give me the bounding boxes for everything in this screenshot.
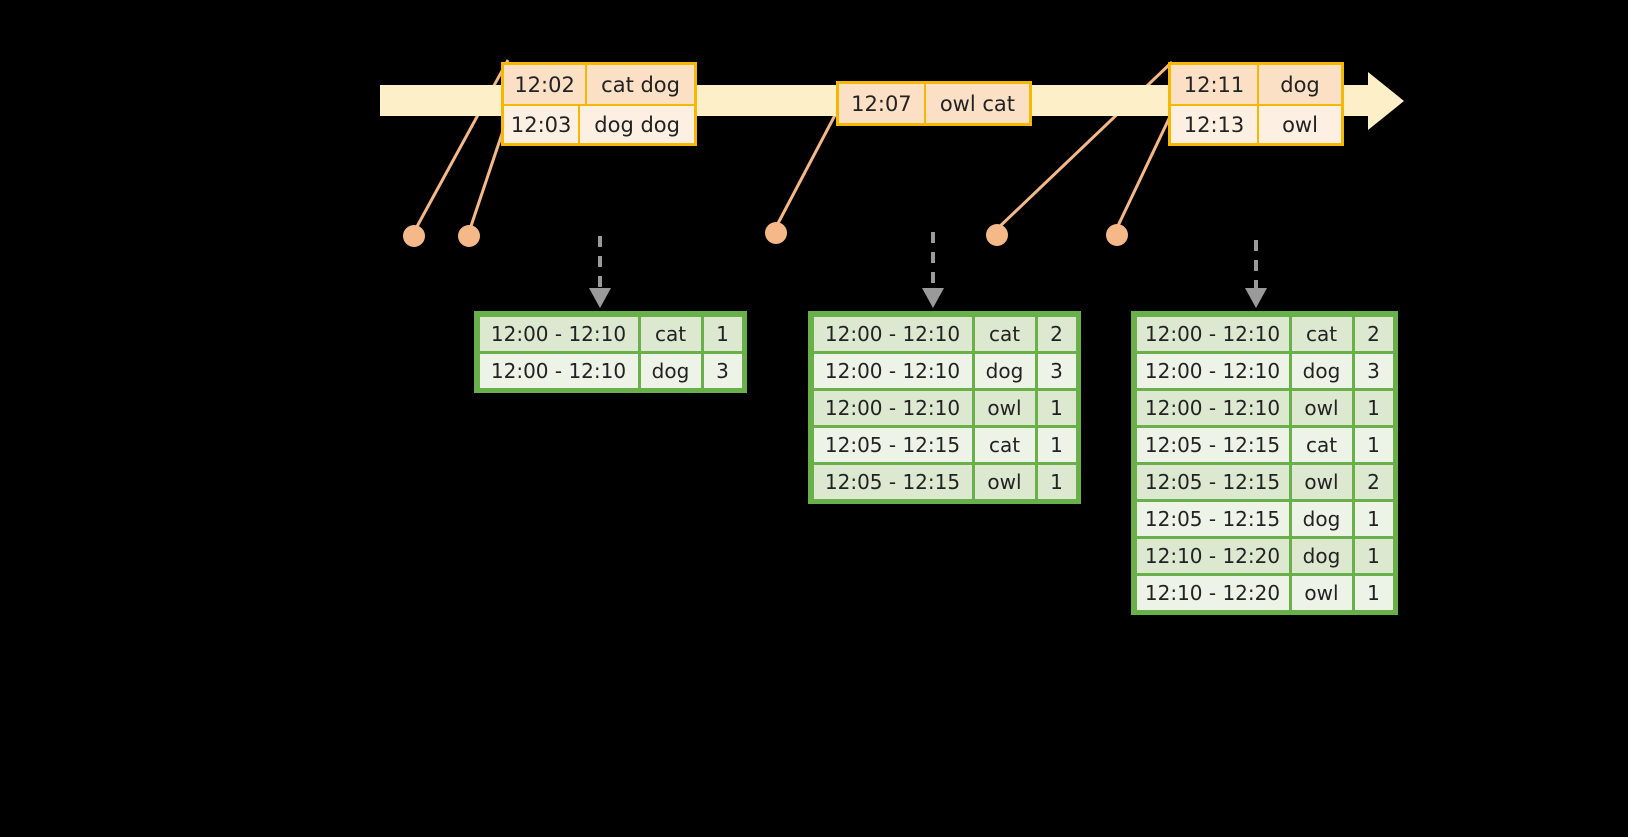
window-cell: 12:00 - 12:10 <box>1136 390 1289 425</box>
event-words: cat dog <box>601 72 680 97</box>
event-dot-5[interactable] <box>1106 224 1128 246</box>
event-time: 12:07 <box>839 84 926 123</box>
word-cell: dog <box>1291 501 1352 536</box>
table-row: 12:05 - 12:15 owl 2 <box>1135 463 1394 500</box>
table-row: 12:10 - 12:20 owl 1 <box>1135 574 1394 611</box>
event-words: owl <box>1282 112 1318 137</box>
count-cell: 1 <box>703 316 742 351</box>
window-cell: 12:10 - 12:20 <box>1136 538 1289 573</box>
table-row: 12:05 - 12:15 dog 1 <box>1135 500 1394 537</box>
event-dot-2[interactable] <box>458 225 480 247</box>
timeline-event-row[interactable]: 12:11 dog <box>1171 65 1341 104</box>
event-time: 12:13 <box>1171 106 1259 143</box>
table-row: 12:00 - 12:10 owl 1 <box>1135 389 1394 426</box>
window-cell: 12:00 - 12:10 <box>813 353 972 388</box>
event-time: 12:11 <box>1171 65 1259 104</box>
word-cell: owl <box>1291 464 1352 499</box>
count-cell: 3 <box>703 353 742 388</box>
timeline-event-row[interactable]: 12:13 owl <box>1171 104 1341 143</box>
word-cell: cat <box>974 316 1035 351</box>
count-cell: 2 <box>1354 316 1393 351</box>
table-row: 12:00 - 12:10 cat 1 <box>478 315 743 352</box>
window-cell: 12:05 - 12:15 <box>1136 427 1289 462</box>
table-row: 12:00 - 12:10 dog 3 <box>812 352 1077 389</box>
count-cell: 1 <box>1037 464 1076 499</box>
window-cell: 12:00 - 12:10 <box>813 390 972 425</box>
count-cell: 1 <box>1354 538 1393 573</box>
count-cell: 1 <box>1354 390 1393 425</box>
count-cell: 1 <box>1354 575 1393 610</box>
count-cell: 3 <box>1037 353 1076 388</box>
word-cell: cat <box>974 427 1035 462</box>
word-cell: cat <box>640 316 701 351</box>
table-row: 12:05 - 12:15 cat 1 <box>1135 426 1394 463</box>
timeline-event-row[interactable]: 12:07 owl cat <box>839 84 1029 123</box>
timeline-event-1[interactable]: 12:02 cat dog 12:03 dog dog <box>501 62 697 146</box>
word-cell: dog <box>1291 353 1352 388</box>
flow-arrow-head-2 <box>922 288 944 308</box>
table-row: 12:00 - 12:10 owl 1 <box>812 389 1077 426</box>
window-cell: 12:05 - 12:15 <box>1136 464 1289 499</box>
window-cell: 12:05 - 12:15 <box>813 427 972 462</box>
count-cell: 3 <box>1354 353 1393 388</box>
table-row: 12:05 - 12:15 owl 1 <box>812 463 1077 500</box>
event-dot-1[interactable] <box>403 225 425 247</box>
window-cell: 12:00 - 12:10 <box>479 316 638 351</box>
word-cell: dog <box>1291 538 1352 573</box>
count-cell: 1 <box>1037 390 1076 425</box>
window-cell: 12:05 - 12:15 <box>813 464 972 499</box>
count-cell: 1 <box>1354 427 1393 462</box>
word-cell: owl <box>1291 390 1352 425</box>
count-cell: 2 <box>1037 316 1076 351</box>
result-table-1: 12:00 - 12:10 cat 1 12:00 - 12:10 dog 3 <box>474 311 747 393</box>
connector-line-5 <box>1114 103 1178 231</box>
timeline-event-2[interactable]: 12:07 owl cat <box>836 81 1032 126</box>
word-cell: cat <box>1291 427 1352 462</box>
window-cell: 12:00 - 12:10 <box>1136 353 1289 388</box>
event-time: 12:03 <box>504 106 581 143</box>
word-cell: owl <box>1291 575 1352 610</box>
word-cell: cat <box>1291 316 1352 351</box>
window-cell: 12:00 - 12:10 <box>813 316 972 351</box>
count-cell: 1 <box>1354 501 1393 536</box>
window-cell: 12:05 - 12:15 <box>1136 501 1289 536</box>
timeline-arrow-head <box>1368 72 1404 130</box>
word-cell: dog <box>974 353 1035 388</box>
timeline-event-3[interactable]: 12:11 dog 12:13 owl <box>1168 62 1344 146</box>
count-cell: 2 <box>1354 464 1393 499</box>
window-cell: 12:10 - 12:20 <box>1136 575 1289 610</box>
window-cell: 12:00 - 12:10 <box>1136 316 1289 351</box>
table-row: 12:05 - 12:15 cat 1 <box>812 426 1077 463</box>
table-row: 12:00 - 12:10 cat 2 <box>812 315 1077 352</box>
event-dot-4[interactable] <box>986 224 1008 246</box>
event-words: dog dog <box>594 112 680 137</box>
result-table-2: 12:00 - 12:10 cat 2 12:00 - 12:10 dog 3 … <box>808 311 1081 504</box>
connector-line-3 <box>773 99 845 230</box>
timeline-event-row[interactable]: 12:02 cat dog <box>504 65 694 104</box>
window-cell: 12:00 - 12:10 <box>479 353 638 388</box>
timeline-event-row[interactable]: 12:03 dog dog <box>504 104 694 143</box>
table-row: 12:00 - 12:10 cat 2 <box>1135 315 1394 352</box>
result-table-3: 12:00 - 12:10 cat 2 12:00 - 12:10 dog 3 … <box>1131 311 1398 615</box>
word-cell: owl <box>974 464 1035 499</box>
event-dot-3[interactable] <box>765 222 787 244</box>
table-row: 12:00 - 12:10 dog 3 <box>478 352 743 389</box>
event-time: 12:02 <box>504 65 588 104</box>
table-row: 12:10 - 12:20 dog 1 <box>1135 537 1394 574</box>
flow-arrow-head-3 <box>1245 288 1267 308</box>
word-cell: owl <box>974 390 1035 425</box>
event-words: owl cat <box>939 91 1015 116</box>
table-row: 12:00 - 12:10 dog 3 <box>1135 352 1394 389</box>
word-cell: dog <box>640 353 701 388</box>
event-words: dog <box>1280 72 1320 97</box>
flow-arrow-head-1 <box>589 288 611 308</box>
count-cell: 1 <box>1037 427 1076 462</box>
